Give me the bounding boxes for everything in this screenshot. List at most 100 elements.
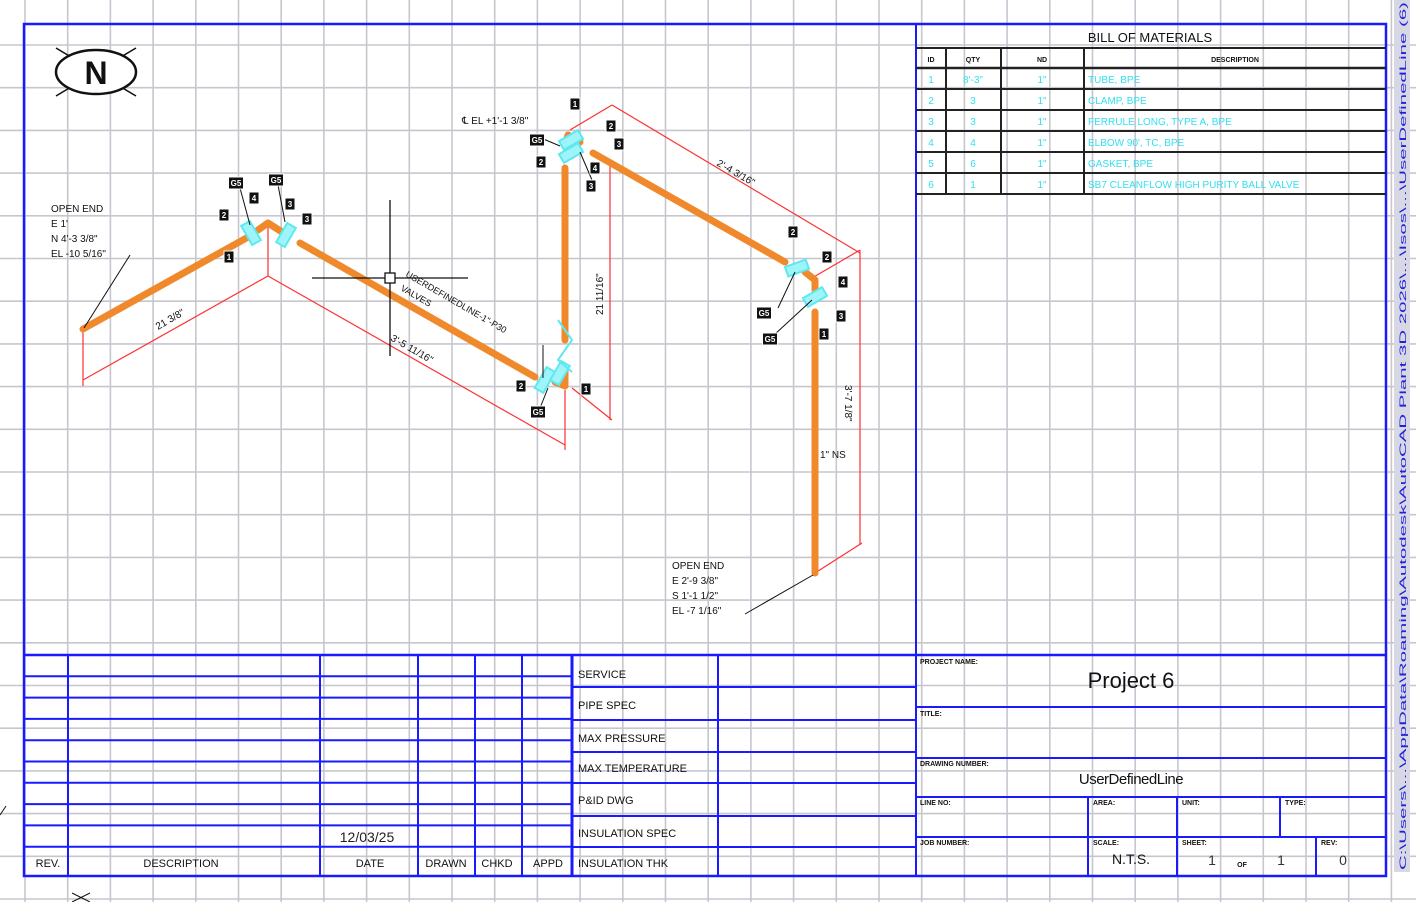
bom-cell-description: ELBOW 90', TC, BPE [1088,138,1185,149]
bom-row: 6 1 1" SB7 CLEANFLOW HIGH PURITY BALL VALVE [928,180,1299,191]
sheet-total: 1 [1277,852,1285,868]
rev-label: REV: [1321,840,1337,847]
component-tag[interactable]: G5 [762,332,778,346]
revision-header-drawn: DRAWN [425,858,466,870]
svg-text:1: 1 [573,100,578,109]
open-end-label: OPEN END [51,204,103,215]
sheet-of-label: OF [1237,862,1247,869]
spec-label-max-temperature: MAX TEMPERATURE [578,763,687,775]
project-name-label: PROJECT NAME: [920,659,978,666]
svg-text:1: 1 [227,253,232,262]
component-tag[interactable]: 3 [835,309,847,323]
component-tag[interactable]: 1 [569,97,581,111]
component-tag[interactable]: G5 [228,176,244,190]
title-block: PROJECT NAME: Project 6 TITLE: DRAWING N… [916,659,1386,876]
component-tag[interactable]: 4 [837,275,849,289]
bom-cell-qty: 8'-3" [963,75,983,86]
svg-text:1: 1 [822,330,827,339]
bom-cell-qty: 1 [970,180,976,191]
svg-text:3: 3 [305,215,310,224]
rev-value: 0 [1339,852,1347,868]
component-tag[interactable]: G5 [756,306,772,320]
bom-cell-description: SB7 CLEANFLOW HIGH PURITY BALL VALVE [1088,180,1300,191]
component-tag[interactable]: G5 [530,405,546,419]
svg-text:2: 2 [539,158,544,167]
open-end-elevation: EL -10 5/16" [51,249,106,260]
bom-header-nd: ND [1037,57,1047,64]
revision-header-rev: REV. [36,858,61,870]
svg-text:G5: G5 [759,309,770,318]
svg-text:2: 2 [519,382,524,391]
component-tag[interactable]: 2 [218,208,230,222]
bom-cell-id: 2 [928,96,934,107]
bom-header-id: ID [928,57,935,64]
component-tag[interactable]: G5 [268,173,284,187]
sheet-label: SHEET: [1182,840,1207,847]
component-tag[interactable]: 3 [301,212,313,226]
bom-cell-description: GASKET, BPE [1088,159,1153,170]
ucs-marker-icon [0,805,91,902]
spec-label-p-id-dwg: P&ID DWG [578,795,634,807]
component-tag[interactable]: 4 [589,161,601,175]
bom-cell-nd: 1" [1037,117,1047,128]
sheet-number: 1 [1208,852,1216,868]
svg-text:2: 2 [825,253,830,262]
component-tag[interactable]: 2 [821,250,833,264]
component-tag[interactable]: 2 [515,379,527,393]
svg-text:3: 3 [617,140,622,149]
bill-of-materials-table: BILL OF MATERIALS ID QTY ND DESCRIPTION … [916,30,1386,195]
bom-cell-nd: 1" [1037,96,1047,107]
component-tag[interactable]: 1 [818,327,830,341]
component-tag[interactable]: G5 [529,133,545,147]
bom-cell-id: 3 [928,117,934,128]
open-end-north: N 4'-3 3/8" [51,234,98,245]
bom-cell-description: FERRULE LONG, TYPE A, BPE [1088,117,1232,128]
open-end-east: E 2'-9 3/8" [672,576,718,587]
component-tag[interactable]: 2 [787,225,799,239]
svg-text:G5: G5 [533,408,544,417]
svg-text:4: 4 [841,278,846,287]
component-tag[interactable]: 4 [248,191,260,205]
component-tag[interactable]: 1 [580,382,592,396]
component-tag[interactable]: 3 [585,179,597,193]
svg-text:2: 2 [791,228,796,237]
pipe-run [79,131,819,577]
revision-header-chkd: CHKD [481,858,512,870]
dimension-lines [82,104,863,574]
bom-cell-id: 6 [928,180,934,191]
crosshair-cursor [312,200,468,356]
svg-text:N: N [84,55,107,91]
revision-header-description: DESCRIPTION [143,858,218,870]
open-end-east: E 1' [51,219,68,230]
revision-header-date: DATE [356,858,385,870]
svg-text:G5: G5 [231,179,242,188]
component-tag[interactable]: 3 [613,137,625,151]
drawing-border [22,22,1388,878]
component-tag[interactable]: 1 [223,250,235,264]
bom-cell-qty: 3 [970,117,976,128]
drawing-number: UserDefinedLine [1079,771,1183,788]
component-tag[interactable]: 2 [535,155,547,169]
spec-label-insulation-thk: INSULATION THK [578,858,669,870]
svg-text:3: 3 [589,182,594,191]
svg-text:G5: G5 [765,335,776,344]
component-tag[interactable]: 3 [284,197,296,211]
svg-text:3: 3 [839,312,844,321]
line-no-label: LINE NO: [920,800,951,807]
leader-lines [83,137,814,615]
svg-text:3: 3 [288,200,293,209]
component-tag[interactable]: 2 [605,119,617,133]
elevation-label: ℄ EL +1'-1 3/8" [461,116,529,127]
project-name: Project 6 [1088,668,1175,693]
dimension-text: 3'-5 11/16" [389,333,436,366]
size-label: 1" NS [820,450,846,461]
bom-cell-nd: 1" [1037,180,1047,191]
north-arrow-icon: N [54,47,138,97]
unit-label: UNIT: [1182,800,1200,807]
